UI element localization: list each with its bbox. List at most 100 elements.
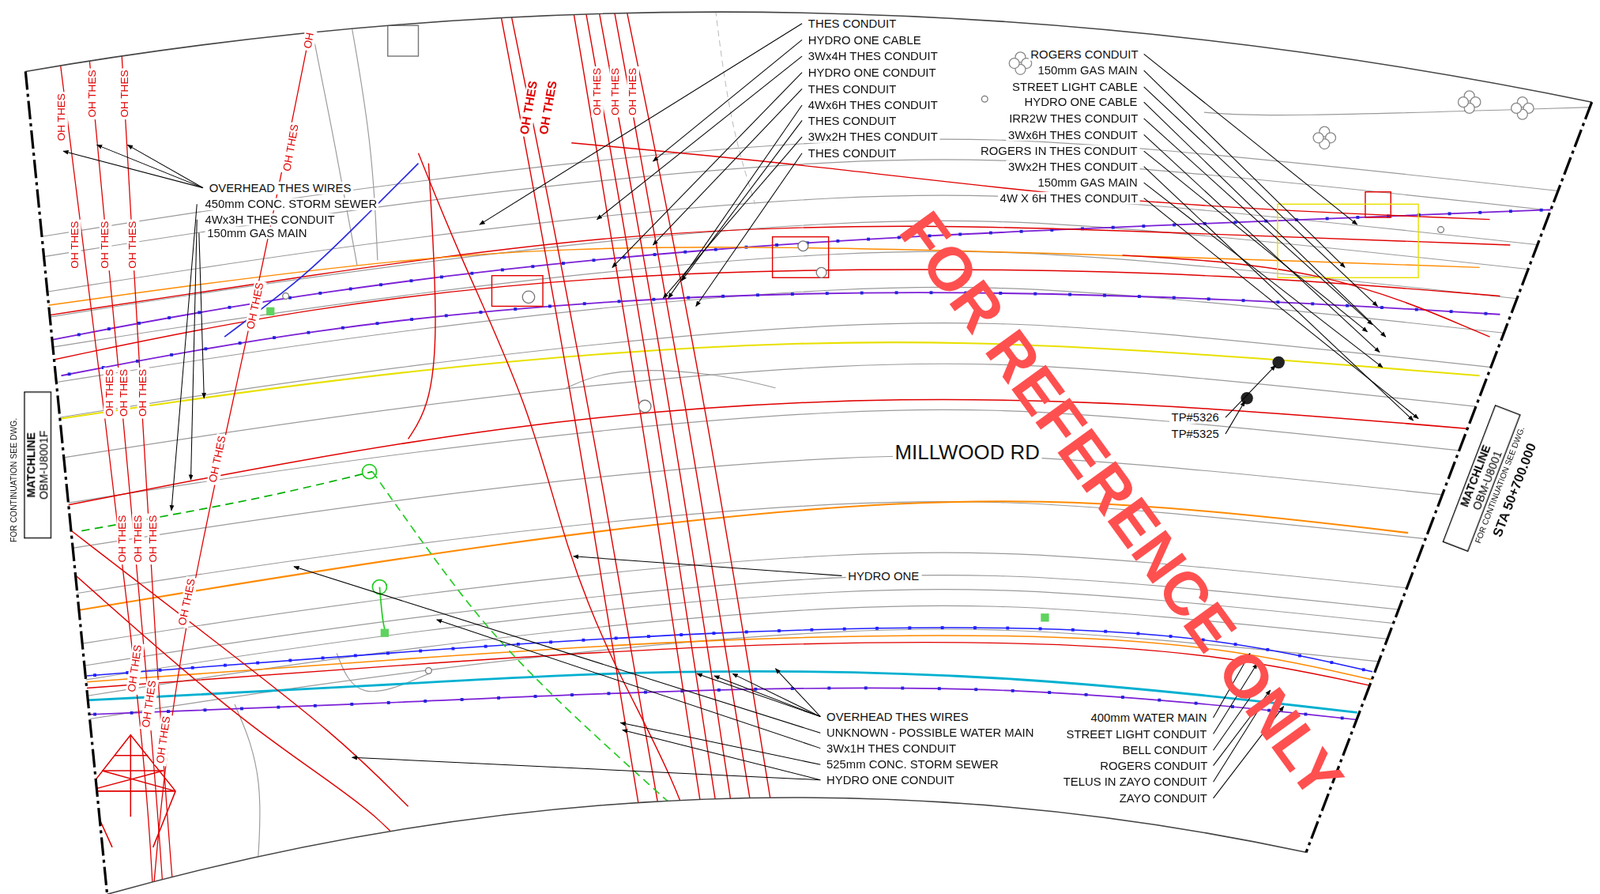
line-marker xyxy=(107,327,111,331)
wire-label: OH THES xyxy=(147,512,160,565)
tree-symbol xyxy=(1008,58,1020,69)
line-marker xyxy=(1484,312,1488,316)
wire-label: OH THES xyxy=(68,218,81,271)
callout-label: STREET LIGHT CABLE xyxy=(1010,79,1141,93)
wire-label: OH THES xyxy=(55,91,68,144)
callout-label: 4Wx6H THES CONDUIT xyxy=(805,98,940,112)
wire-label: OH THES xyxy=(154,713,174,767)
line-marker xyxy=(158,668,162,672)
leader-line xyxy=(696,153,802,307)
manhole xyxy=(798,240,809,252)
line-marker xyxy=(790,292,795,296)
purple-conduit xyxy=(41,209,1562,343)
leader-line xyxy=(1144,182,1383,368)
tree-symbol xyxy=(1511,102,1522,113)
leader-line xyxy=(681,120,802,281)
line-marker xyxy=(256,661,260,665)
wire-label: OH THES xyxy=(86,67,98,120)
wire-label: OH THES xyxy=(206,432,229,486)
line-marker xyxy=(1103,629,1107,633)
line-marker xyxy=(418,649,422,653)
line-marker xyxy=(203,346,208,351)
line-marker xyxy=(167,316,171,320)
line-marker xyxy=(1084,692,1088,697)
curb-line xyxy=(20,575,1600,676)
line-marker xyxy=(717,688,721,692)
leader-line xyxy=(1144,101,1386,337)
wire-label: OH THES xyxy=(116,512,129,565)
curb-line xyxy=(234,704,260,894)
curb-line xyxy=(346,0,378,260)
callout-label: 150mm GAS MAIN xyxy=(1035,176,1140,189)
callout-label: 4W X 6H THES CONDUIT xyxy=(997,191,1141,204)
manhole xyxy=(981,95,988,102)
line-marker xyxy=(1005,626,1009,630)
wire-label: OH THES xyxy=(609,65,622,117)
purple-conduit xyxy=(60,292,1500,376)
callout-label: UNKNOWN - POSSIBLE WATER MAIN xyxy=(824,726,1036,739)
manhole xyxy=(522,290,535,303)
matchline-title: MATCHLINE xyxy=(26,398,38,531)
callout-label: ROGERS IN THES CONDUIT xyxy=(978,144,1141,158)
leader-line xyxy=(1225,365,1276,418)
callout-label: OVERHEAD THES WIRES xyxy=(207,180,354,194)
line-marker xyxy=(1276,300,1280,304)
line-marker xyxy=(240,707,244,711)
curb-line xyxy=(20,159,1600,260)
line-marker xyxy=(228,305,232,309)
line-marker xyxy=(651,297,656,302)
overhead-wire xyxy=(56,30,154,894)
callout-label: 3Wx6H THES CONDUIT xyxy=(1005,128,1140,141)
line-marker xyxy=(500,267,505,272)
valve-box xyxy=(1531,259,1540,268)
line-marker xyxy=(306,331,310,335)
line-marker xyxy=(1345,304,1349,308)
leader-line xyxy=(479,23,802,225)
line-marker xyxy=(1039,626,1043,630)
sheet-border xyxy=(107,797,1307,894)
valve-box xyxy=(266,307,275,316)
line-marker xyxy=(93,673,97,677)
line-marker xyxy=(197,310,201,314)
leader-line xyxy=(596,56,802,220)
structure xyxy=(387,25,419,57)
line-marker xyxy=(686,296,690,300)
line-marker xyxy=(1111,225,1115,230)
line-marker xyxy=(809,628,814,632)
red-conduit xyxy=(66,399,1470,505)
line-marker xyxy=(341,326,345,330)
line-marker xyxy=(1071,628,1075,632)
line-marker xyxy=(350,702,354,706)
leader-line xyxy=(293,566,821,734)
line-marker xyxy=(1539,208,1544,212)
callout-label: 400mm WATER MAIN xyxy=(1088,710,1209,723)
line-marker xyxy=(1310,301,1314,305)
callout-label: ZAYO CONDUIT xyxy=(1117,791,1209,805)
wire-label: OH THES xyxy=(139,677,159,731)
yellow-conduit xyxy=(60,342,1480,418)
line-marker xyxy=(1068,293,1072,297)
wire-label: OH THES xyxy=(131,512,144,565)
hydro-tower xyxy=(130,734,132,817)
line-marker xyxy=(895,290,899,294)
leader-line xyxy=(199,232,204,398)
hydro-tower xyxy=(86,770,164,791)
leader-line xyxy=(436,619,821,749)
line-marker xyxy=(1011,688,1015,693)
wire-label: OH THES xyxy=(127,218,140,271)
line-marker xyxy=(712,631,716,635)
leader-line xyxy=(653,39,803,162)
line-marker xyxy=(866,237,870,241)
callout-label: 3Wx4H THES CONDUIT xyxy=(805,49,940,63)
line-marker xyxy=(1157,698,1161,702)
callout-label: STREET LIGHT CONDUIT xyxy=(1064,726,1209,740)
line-marker xyxy=(570,692,574,697)
line-marker xyxy=(581,638,585,642)
line-marker xyxy=(614,636,618,640)
line-marker xyxy=(974,687,978,691)
line-marker xyxy=(825,291,829,295)
structure xyxy=(1277,203,1419,278)
line-marker xyxy=(1329,660,1333,664)
line-marker xyxy=(410,278,414,283)
leader-line xyxy=(1144,53,1358,225)
